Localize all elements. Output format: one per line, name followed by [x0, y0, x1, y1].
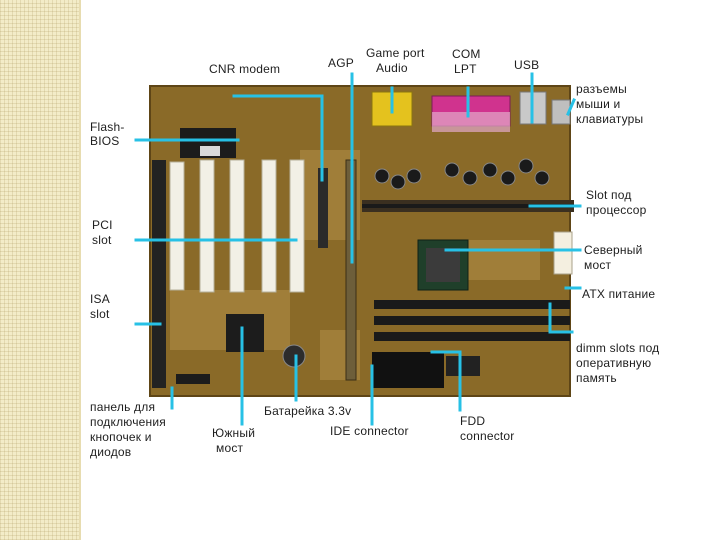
label-isa-line2: slot	[90, 307, 110, 321]
isa-slot	[152, 160, 166, 388]
label-panel-line4: диодов	[90, 445, 132, 459]
leader-dimm	[548, 302, 574, 334]
label-cpu-slot-line1: Slot под	[586, 188, 632, 202]
capacitors	[374, 158, 550, 190]
label-cnr-modem: CNR modem	[209, 62, 281, 76]
label-panel-line3: кнопочек и	[90, 430, 152, 444]
label-dimm-line1: dimm slots под	[576, 341, 660, 355]
decorative-strip-edge	[79, 0, 81, 540]
label-dimm-line3: память	[576, 371, 617, 385]
label-flash-bios-line2: BIOS	[90, 134, 120, 148]
label-south-bridge-line1: Южный	[212, 426, 256, 440]
label-game-port: Game port	[366, 46, 425, 60]
label-pci-line1: PCI	[92, 218, 113, 232]
label-panel-line1: панель для	[90, 400, 156, 414]
label-ps2-line2: мыши и	[576, 97, 621, 111]
label-panel-line2: подключения	[90, 415, 166, 429]
leader-ps2	[566, 98, 576, 116]
leader-lines	[134, 72, 582, 426]
label-ps2-line3: клавиатуры	[576, 112, 644, 126]
front-panel-header	[176, 374, 210, 384]
label-battery: Батарейка 3.3v	[264, 404, 352, 418]
decorative-strip	[0, 0, 79, 540]
label-atx-power: ATX питание	[582, 287, 656, 301]
leader-cnr	[232, 94, 324, 182]
label-fdd-line2: connector	[460, 429, 515, 443]
leader-fdd	[430, 350, 462, 412]
label-ps2-line1: разъемы	[576, 82, 627, 96]
label-pci-line2: slot	[92, 233, 112, 247]
fdd-connector	[446, 356, 480, 376]
south-bridge-chip	[226, 314, 264, 352]
label-audio: Audio	[376, 61, 408, 75]
label-fdd-line1: FDD	[460, 414, 486, 428]
cnr-slot	[318, 168, 328, 248]
label-north-bridge-line2: мост	[584, 258, 612, 272]
label-ide: IDE connector	[330, 424, 409, 438]
label-north-bridge-line1: Северный	[584, 243, 643, 257]
label-usb: USB	[514, 58, 540, 72]
battery-cell	[282, 344, 306, 368]
pci-slots	[169, 159, 305, 293]
label-cpu-slot-line2: процессор	[586, 203, 647, 217]
label-dimm-line2: оперативную	[576, 356, 652, 370]
label-lpt: LPT	[454, 62, 477, 76]
label-south-bridge-line2: мост	[216, 441, 244, 455]
ide-connector	[372, 352, 444, 388]
dimm-slots	[374, 300, 570, 341]
label-flash-bios-line1: Flash-	[90, 120, 125, 134]
label-isa-line1: ISA	[90, 292, 110, 306]
atx-power-connector	[553, 231, 573, 275]
label-agp: AGP	[328, 56, 354, 70]
label-com: COM	[452, 47, 481, 61]
